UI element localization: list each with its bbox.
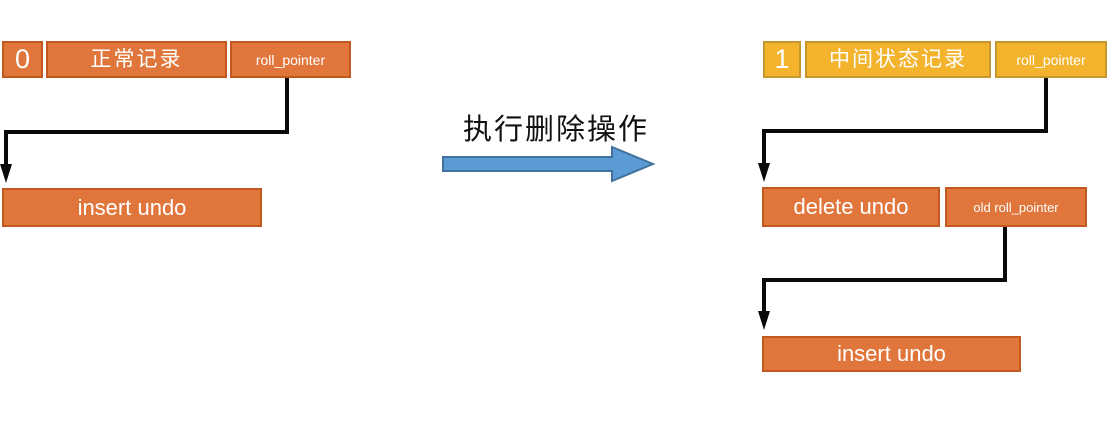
transition-label: 执行删除操作 [462,112,649,146]
arrowhead-down-icon [758,163,770,182]
right-record-delete-flag: 1 [763,41,801,78]
transition-arrow-icon [442,145,656,183]
right-insert-undo-box: insert undo [762,336,1021,372]
old-roll-pointer-box: old roll_pointer [945,187,1087,227]
delete-undo-box: delete undo [762,187,940,227]
arrowhead-down-icon [758,311,770,330]
left-insert-undo-box: insert undo [2,188,262,227]
right-record-label: 中间状态记录 [805,41,991,78]
old-roll-pointer-connector [758,226,1007,330]
right-roll-pointer-connector [758,77,1048,182]
left-record-roll-pointer: roll_pointer [230,41,351,78]
left-record-label: 正常记录 [46,41,227,78]
left-record-delete-flag: 0 [2,41,43,78]
arrowhead-down-icon [0,164,12,183]
right-record-roll-pointer: roll_pointer [995,41,1107,78]
left-roll-pointer-connector [0,77,289,183]
